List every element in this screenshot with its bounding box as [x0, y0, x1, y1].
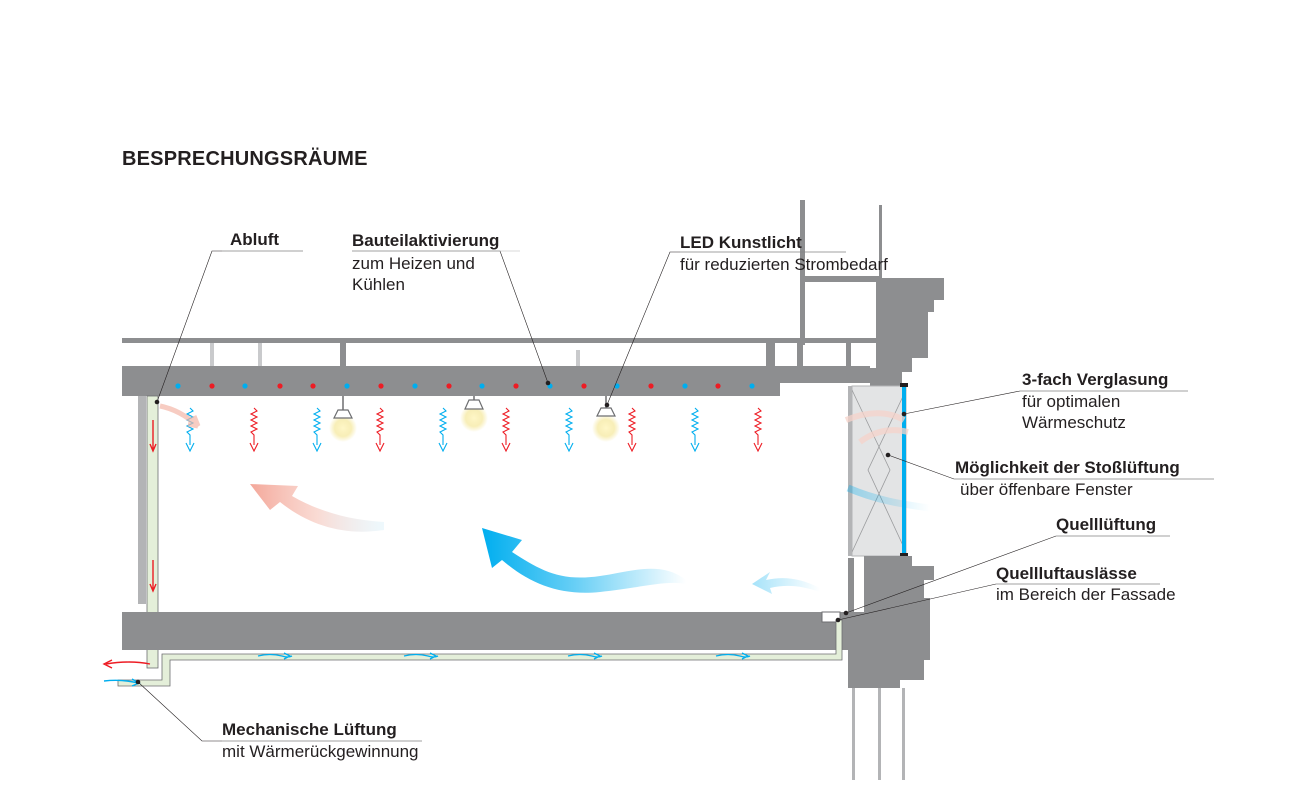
supply-duct-body	[117, 619, 843, 687]
ceiling-slab-body	[122, 366, 780, 396]
label-mechanische-line1: mit Wärmerückgewinnung	[222, 742, 419, 761]
exhaust-arrow	[149, 560, 157, 593]
thermal-activation-pipes	[175, 383, 755, 389]
cooling-pipe	[242, 383, 248, 389]
cooling-radiant-arrow	[438, 407, 448, 453]
roof-post	[846, 343, 851, 367]
cooling-pipe	[344, 383, 350, 389]
heating-pipe	[310, 383, 316, 389]
duct-flow-arrow	[257, 652, 293, 660]
heating-pipe	[715, 383, 721, 389]
led-lamp	[460, 396, 488, 432]
heating-radiant-arrow	[627, 407, 637, 453]
facade-mullion	[878, 688, 881, 780]
heating-pipe	[277, 383, 283, 389]
facade-parapet	[870, 278, 944, 386]
label-bauteilaktivierung-line1: zum Heizen und	[352, 254, 475, 273]
floor-diffuser	[821, 611, 841, 623]
quelllueftung-airflow-arrow	[752, 572, 820, 594]
duct-flow-arrow	[403, 652, 439, 660]
led-lamp	[329, 396, 357, 442]
roof-post	[340, 343, 346, 367]
left-wall-body	[138, 396, 146, 604]
heating-pipe	[581, 383, 587, 389]
exhaust-shaft	[146, 395, 159, 669]
return-airflow-arrow	[250, 484, 384, 532]
title-rules	[222, 250, 1214, 742]
roof-structure	[122, 200, 882, 367]
cooling-radiant-arrow	[185, 407, 195, 453]
facade-mullion	[852, 688, 855, 780]
left-wall	[138, 395, 201, 669]
floor-slab	[122, 611, 850, 650]
heating-radiant-arrow	[501, 407, 511, 453]
roof-post	[210, 343, 214, 367]
exhaust-intake-arrow	[159, 403, 201, 429]
duct-flow-arrow	[567, 652, 603, 660]
duct-flow-arrow	[715, 652, 751, 660]
supply-airflow-arrow	[482, 528, 686, 593]
exhaust-arrow	[149, 420, 157, 453]
cooling-radiant-arrow	[312, 407, 322, 453]
exhaust-out-arrow	[102, 659, 151, 669]
window-airflow-arrow	[846, 484, 931, 512]
label-quellluftauslaesse-title: Quellluftauslässe	[996, 564, 1137, 583]
cooling-pipe	[175, 383, 181, 389]
led-lamps	[329, 396, 620, 442]
cooling-pipe	[682, 383, 688, 389]
heating-radiant-arrow	[249, 407, 259, 453]
label-mechanische-title: Mechanische Lüftung	[222, 720, 397, 739]
glazing-head	[900, 383, 908, 387]
triple-glazing	[902, 386, 906, 556]
heating-pipe	[648, 383, 654, 389]
label-led-line1: für reduzierten Strombedarf	[680, 255, 888, 274]
label-stossluftung-title: Möglichkeit der Stoßlüftung	[955, 458, 1180, 477]
label-verglasung-line2: Wärmeschutz	[1022, 413, 1126, 432]
cooling-pipe	[479, 383, 485, 389]
facade-mullion	[902, 688, 905, 780]
facade-mullion	[848, 386, 852, 556]
label-stossluftung-line1: über öffenbare Fenster	[960, 480, 1133, 499]
supply-duct	[102, 619, 843, 687]
page-title: BESPRECHUNGSRÄUME	[122, 148, 368, 170]
glazing-sill	[900, 553, 908, 557]
heating-pipe	[378, 383, 384, 389]
facade-lower	[848, 556, 934, 688]
label-quellluftauslaesse-line1: im Bereich der Fassade	[996, 585, 1176, 604]
label-bauteilaktivierung-title: Bauteilaktivierung	[352, 231, 500, 250]
ceiling-slab	[122, 366, 870, 396]
led-lamp	[592, 396, 620, 442]
heating-pipe	[513, 383, 519, 389]
window-airflow-arrow	[844, 410, 909, 445]
heating-radiant-arrow	[753, 407, 763, 453]
floor-slab-body	[122, 612, 850, 650]
facade	[848, 278, 944, 780]
roof-post	[797, 343, 803, 367]
label-led-title: LED Kunstlicht	[680, 233, 802, 252]
roof-mast	[800, 200, 805, 345]
label-abluft-title: Abluft	[230, 230, 280, 249]
cooling-radiant-arrow	[690, 407, 700, 453]
airflow	[250, 410, 931, 594]
cooling-pipe	[614, 383, 620, 389]
heating-pipe	[446, 383, 452, 389]
cooling-pipe	[412, 383, 418, 389]
ceiling-slab-edge	[760, 366, 870, 383]
label-verglasung-title: 3-fach Verglasung	[1022, 370, 1169, 389]
label-quelllueftung-title: Quelllüftung	[1056, 515, 1157, 534]
roof-post	[576, 350, 580, 367]
roof-post	[258, 343, 262, 367]
roof-parapet-line	[122, 338, 880, 343]
cooling-radiant-arrow	[564, 407, 574, 453]
label-bauteilaktivierung-line2: Kühlen	[352, 275, 405, 294]
roof-mast-beam	[800, 276, 880, 282]
roof-post	[766, 343, 775, 367]
cooling-pipe	[749, 383, 755, 389]
facade-column-left	[848, 558, 854, 612]
heating-pipe	[209, 383, 215, 389]
heating-radiant-arrow	[375, 407, 385, 453]
label-verglasung-line1: für optimalen	[1022, 392, 1121, 411]
roof-mast-thin	[879, 205, 882, 285]
